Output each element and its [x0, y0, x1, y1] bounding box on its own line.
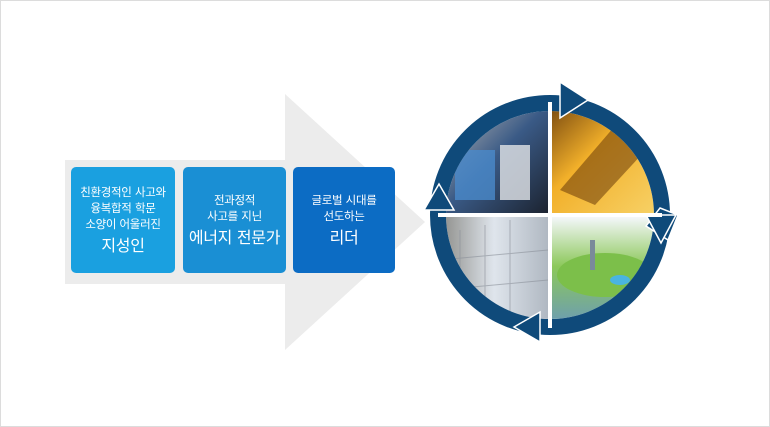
step-text-line: 글로벌 시대를 — [311, 192, 377, 207]
step-box-intellectual: 친환경적인 사고와 융복합적 학문 소양이 어울러진 지성인 — [71, 167, 175, 273]
step-text-line: 전과정적 — [213, 192, 256, 207]
step-text-line: 소양이 어울러진 — [85, 216, 161, 231]
step-text-line: 선도하는 — [323, 208, 365, 223]
cycle-arrow-left-icon — [422, 182, 456, 211]
step-text-line: 친환경적인 사고와 — [80, 184, 166, 199]
cycle-arrow-bottom-icon — [512, 310, 541, 344]
cycle-arrow-top-icon — [559, 80, 590, 120]
step-emphasis: 지성인 — [101, 235, 145, 255]
step-emphasis: 리더 — [329, 227, 359, 247]
step-box-energy-expert: 전과정적 사고를 지닌 에너지 전문가 — [183, 167, 286, 273]
step-box-leader: 글로벌 시대를 선도하는 리더 — [293, 167, 395, 273]
step-text-line: 융복합적 학문 — [90, 200, 156, 215]
step-text-line: 사고를 지닌 — [207, 208, 262, 223]
step-emphasis: 에너지 전문가 — [188, 227, 281, 247]
energy-cycle-graphic — [422, 80, 679, 344]
